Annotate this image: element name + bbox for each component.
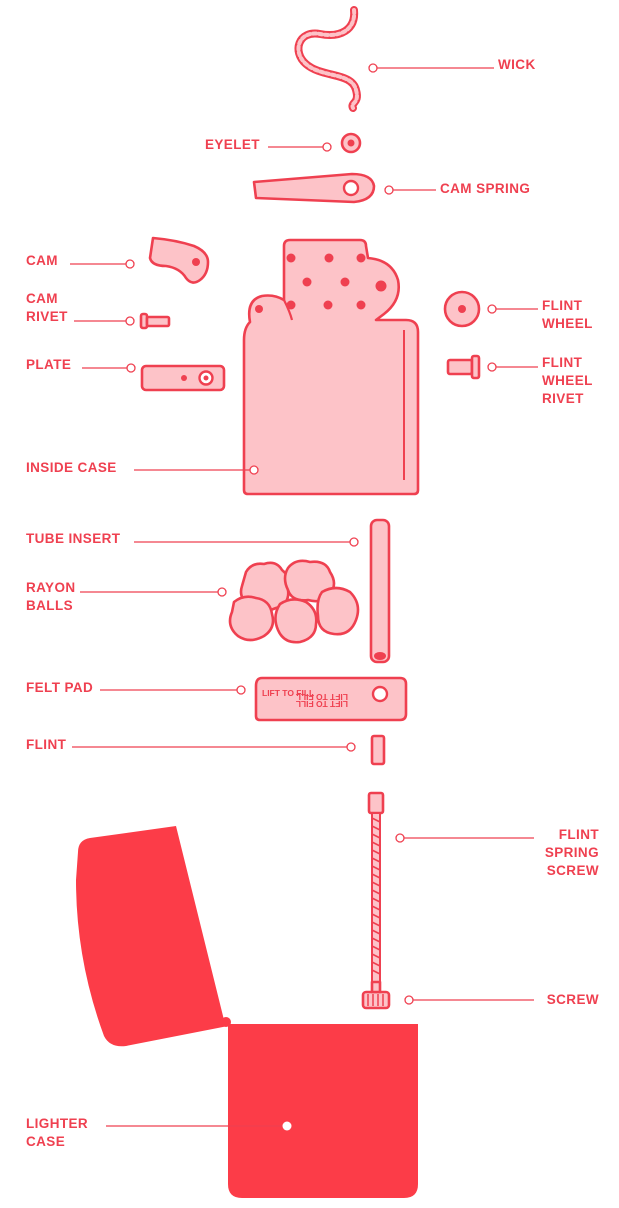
tube-insert-part bbox=[369, 518, 391, 664]
label-tube-insert: TUBE INSERT bbox=[26, 531, 121, 546]
label-wick: WICK bbox=[498, 57, 536, 72]
label-cam: CAM bbox=[26, 253, 58, 268]
felt-pad-print-3: LIFT TO FILL bbox=[296, 699, 348, 709]
flint-part bbox=[370, 734, 386, 766]
label-screw: SCREW bbox=[546, 992, 599, 1007]
plate-part bbox=[140, 364, 226, 392]
eyelet-part bbox=[340, 132, 362, 154]
label-felt-pad: FELT PAD bbox=[26, 680, 94, 695]
felt-pad-print-1: LIFT TO FILL bbox=[296, 692, 348, 702]
rayon-balls-part bbox=[228, 559, 360, 644]
lighter-case-part bbox=[76, 826, 418, 1198]
label-inside-case: INSIDE CASE bbox=[26, 460, 117, 475]
wick-part bbox=[294, 6, 361, 112]
screw-part bbox=[361, 980, 391, 1010]
cam-part bbox=[148, 236, 210, 284]
callout-dots bbox=[125, 63, 497, 1131]
flint-wheel-part bbox=[443, 290, 481, 328]
flint-spring-screw-part bbox=[367, 791, 385, 984]
label-eyelet: EYELET bbox=[205, 137, 260, 152]
label-plate: PLATE bbox=[26, 357, 72, 372]
label-cam-spring: CAM SPRING bbox=[440, 181, 531, 196]
cam-spring-part bbox=[252, 172, 376, 204]
felt-pad-print-2: LIFT TO FILL bbox=[262, 688, 314, 698]
felt-pad-part: LIFT TO FILL LIFT TO FILL LIFT TO FILL bbox=[254, 676, 408, 722]
flint-wheel-rivet-part bbox=[446, 354, 481, 380]
inside-case-part bbox=[242, 238, 420, 496]
cam-rivet-part bbox=[139, 312, 171, 330]
label-flint: FLINT bbox=[26, 737, 67, 752]
leader-lines bbox=[70, 67, 538, 1127]
